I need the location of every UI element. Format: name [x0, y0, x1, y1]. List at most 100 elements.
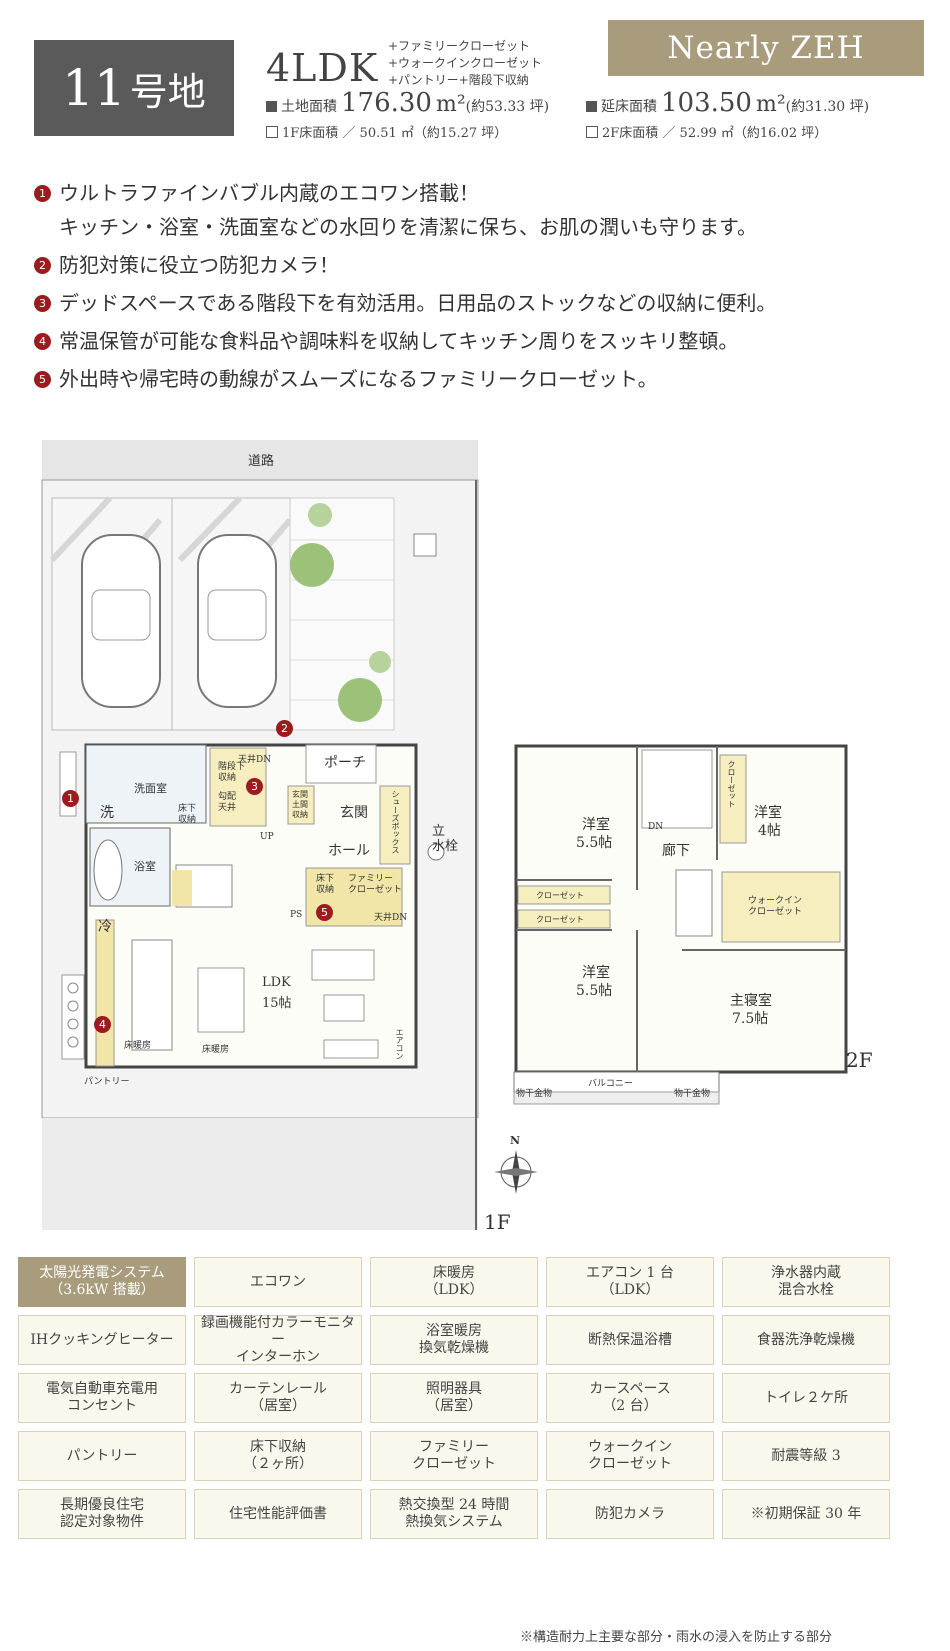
hall-label: ホール: [328, 843, 370, 859]
family-closet-label: ファミリー クローゼット: [348, 874, 403, 895]
equipment-item: 照明器具 （居室）: [370, 1373, 538, 1423]
room3-label: 洋室: [582, 965, 610, 981]
lot-suffix: 号地: [129, 69, 206, 114]
road-label: 道路: [248, 454, 275, 469]
floor-plan-1f-drawing: [41, 440, 479, 1230]
feature-number: 4: [34, 333, 51, 350]
empty-square-icon: [266, 126, 278, 138]
floor-plan-2f: 洋室 5.5帖 洋室 4帖 洋室 5.5帖 主寝室 7.5帖 廊下 DN クロー…: [512, 740, 892, 1120]
fridge-label: 冷: [98, 919, 112, 935]
wash-label: 洗: [100, 805, 114, 821]
floor-plan-1f: 道路 ポーチ 玄関 ホール 洗面室 洗 浴室 床下 収納 階段下 収納 天井DN…: [40, 440, 511, 1234]
lot-number: 11: [62, 59, 126, 117]
first-floor-area: 1F床面積 ／ 50.51 ㎡（約15.27 坪）: [266, 122, 507, 141]
feature-number: 5: [34, 371, 51, 388]
equipment-item: 電気自動車充電用 コンセント: [18, 1373, 186, 1423]
feature-number: 2: [34, 257, 51, 274]
hanger-label-1: 物干金物: [516, 1089, 553, 1099]
aircon-label: エアコン: [395, 1028, 404, 1060]
equipment-item: カースペース （2 台）: [546, 1373, 714, 1423]
floor-plan-2f-drawing: [513, 744, 848, 1105]
equipment-item: ※初期保証 30 年: [722, 1489, 890, 1539]
stair-dn-label: DN: [648, 822, 664, 832]
equipment-item: 浄水器内蔵 混合水栓: [722, 1257, 890, 1307]
equipment-item: 住宅性能評価書: [194, 1489, 362, 1539]
floor-2f-label: 2F: [846, 1048, 873, 1072]
ldk-label: LDK: [262, 975, 291, 990]
feature-item: 1 ウルトラファインバブル内蔵のエコワン搭載！キッチン・浴室・洗面室などの水回り…: [34, 176, 776, 244]
marker-3: 3: [246, 778, 263, 795]
closet-label-3: クローゼット: [536, 915, 584, 924]
option-item: +ウォークインクローゼット: [388, 56, 543, 70]
room1-size: 5.5帖: [576, 835, 613, 851]
equipment-item: 断熱保温浴槽: [546, 1315, 714, 1365]
room2-size: 4帖: [758, 823, 781, 839]
balcony-label: バルコニー: [588, 1079, 633, 1089]
corridor-label: 廊下: [662, 843, 690, 859]
equipment-grid: 太陽光発電システム （3.6kW 搭載）エコワン床暖房 （LDK）エアコン 1 …: [18, 1257, 930, 1539]
equipment-item: エアコン 1 台 （LDK）: [546, 1257, 714, 1307]
equipment-item: 食器洗浄乾燥機: [722, 1315, 890, 1365]
equipment-item: カーテンレール （居室）: [194, 1373, 362, 1423]
closet-label-1: クローゼット: [727, 760, 736, 808]
filled-square-icon: [266, 101, 277, 112]
feature-item: 2 防犯対策に役立つ防犯カメラ！: [34, 248, 776, 282]
walkin-closet-label: ウォークイン クローゼット: [748, 896, 803, 917]
footnote: ※構造耐力上主要な部分・雨水の浸入を防止する部分: [520, 1630, 833, 1645]
land-area: 土地面積 176.30 m² (約53.33 坪): [266, 88, 549, 118]
empty-square-icon: [586, 126, 598, 138]
room2-label: 洋室: [754, 805, 782, 821]
filled-square-icon: [586, 101, 597, 112]
floor-1f-label: 1F: [484, 1210, 511, 1234]
lot-number-badge: 11 号地: [34, 40, 234, 136]
compass-north-label: N: [510, 1134, 521, 1147]
equipment-item: 耐震等級 3: [722, 1431, 890, 1481]
porch-label: ポーチ: [324, 755, 366, 771]
master-size: 7.5帖: [732, 1011, 769, 1027]
marker-1: 1: [62, 790, 79, 807]
pantry-label: パントリー: [84, 1077, 130, 1087]
hanger-label-2: 物干金物: [674, 1089, 711, 1099]
compass: N: [494, 1134, 538, 1198]
zeh-badge: Nearly ZEH: [608, 20, 924, 76]
underfloor-storage-2: 床下 収納: [316, 874, 335, 895]
ps-label: PS: [290, 910, 303, 920]
bath-label: 浴室: [134, 860, 156, 873]
room3-size: 5.5帖: [576, 983, 613, 999]
feature-item: 3 デッドスペースである階段下を有効活用。日用品のストックなどの収納に便利。: [34, 286, 776, 320]
feature-item: 5 外出時や帰宅時の動線がスムーズになるファミリークローゼット。: [34, 362, 776, 396]
shoebox-label: シューズボックス: [391, 790, 400, 854]
layout-type: 4LDK: [266, 46, 379, 90]
equipment-item: ファミリー クローゼット: [370, 1431, 538, 1481]
marker-4: 4: [94, 1016, 111, 1033]
equipment-item: 太陽光発電システム （3.6kW 搭載）: [18, 1257, 186, 1307]
equipment-item: パントリー: [18, 1431, 186, 1481]
equipment-item: エコワン: [194, 1257, 362, 1307]
ceiling-dn-label-2: 天井DN: [374, 913, 408, 923]
option-item: +ファミリークローゼット: [388, 39, 531, 53]
equipment-item: 熱交換型 24 時間 熱換気システム: [370, 1489, 538, 1539]
equipment-item: トイレ２ケ所: [722, 1373, 890, 1423]
equipment-item: 床暖房 （LDK）: [370, 1257, 538, 1307]
option-item: +パントリー+階段下収納: [388, 73, 529, 87]
sloped-ceiling-label: 勾配 天井: [218, 792, 237, 813]
washroom-label: 洗面室: [134, 782, 167, 795]
equipment-item: 床下収納 （２ヶ所）: [194, 1431, 362, 1481]
equipment-item: ウォークイン クローゼット: [546, 1431, 714, 1481]
marker-5: 5: [316, 904, 333, 921]
feature-list: 1 ウルトラファインバブル内蔵のエコワン搭載！キッチン・浴室・洗面室などの水回り…: [34, 176, 776, 396]
equipment-item: 録画機能付カラーモニター インターホン: [194, 1315, 362, 1365]
equipment-item: 長期優良住宅 認定対象物件: [18, 1489, 186, 1539]
equipment-item: 浴室暖房 換気乾燥機: [370, 1315, 538, 1365]
master-label: 主寝室: [730, 993, 772, 1009]
feature-number: 3: [34, 295, 51, 312]
feature-number: 1: [34, 185, 51, 202]
ldk-size-label: 15帖: [262, 996, 292, 1011]
marker-2: 2: [276, 720, 293, 737]
equipment-item: 防犯カメラ: [546, 1489, 714, 1539]
stair-up-label: UP: [260, 832, 274, 842]
room1-label: 洋室: [582, 817, 610, 833]
genkan-storage-label: 玄関 土間 収納: [292, 790, 308, 819]
feature-item: 4 常温保管が可能な食料品や調味料を収納してキッチン周りをスッキリ整頓。: [34, 324, 776, 358]
floor-area: 延床面積 103.50 m² (約31.30 坪): [586, 88, 869, 118]
